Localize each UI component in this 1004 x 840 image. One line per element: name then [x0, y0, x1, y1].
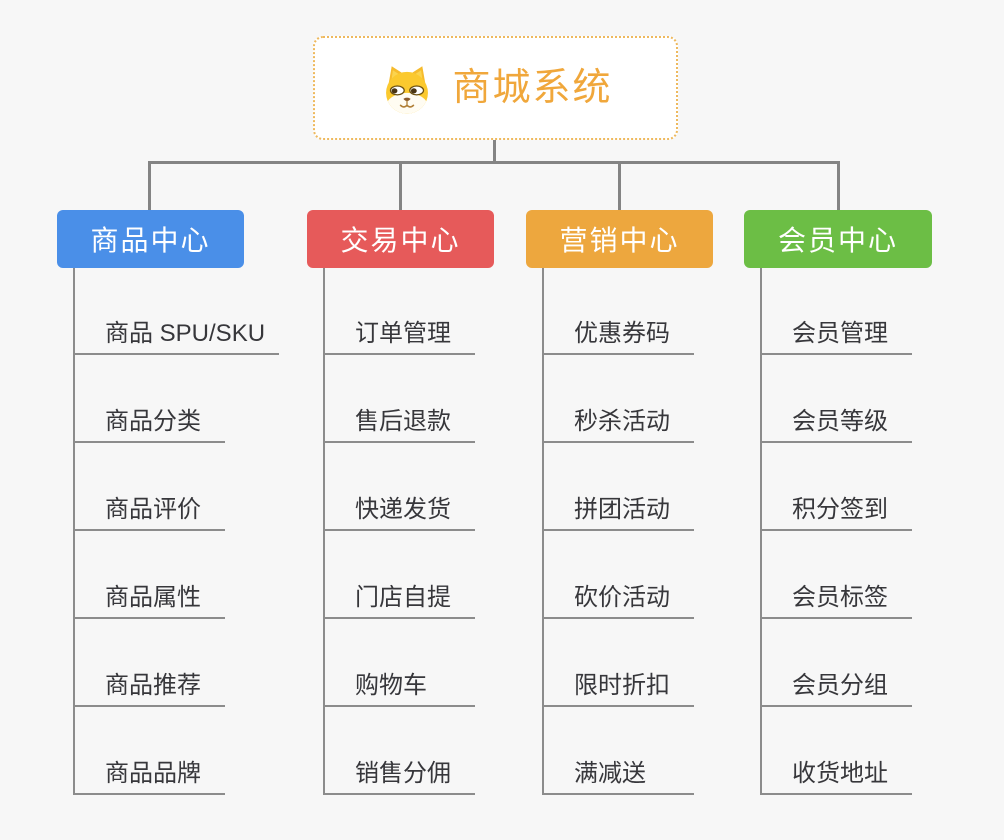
branch-label: 商品中心: [90, 225, 211, 256]
node-item[interactable]: 商品评价: [75, 443, 225, 531]
root-title: 商城系统: [452, 67, 613, 109]
branch-box-trade-center[interactable]: 交易中心: [307, 210, 494, 268]
connector-root-stem: [493, 140, 496, 164]
node-item[interactable]: 商品品牌: [75, 707, 225, 795]
connector-drop-branch-3: [618, 161, 621, 210]
branch-box-marketing-center[interactable]: 营销中心: [526, 210, 713, 268]
branch-label: 会员中心: [777, 225, 898, 256]
connector-drop-branch-1: [148, 161, 151, 210]
node-item[interactable]: 商品分类: [75, 355, 225, 443]
branch-label: 营销中心: [559, 225, 680, 256]
node-item[interactable]: 会员分组: [762, 619, 912, 707]
node-item[interactable]: 商品推荐: [75, 619, 225, 707]
connector-drop-branch-2: [399, 161, 402, 210]
root-node[interactable]: 商城系统: [313, 36, 678, 140]
node-item[interactable]: 优惠券码: [544, 268, 694, 355]
connector-horizontal-bar: [148, 161, 840, 164]
node-item[interactable]: 拼团活动: [544, 443, 694, 531]
branch-items-marketing-center: 优惠券码 秒杀活动 拼团活动 砍价活动 限时折扣 满减送: [542, 268, 694, 795]
node-item[interactable]: 会员等级: [762, 355, 912, 443]
connector-drop-branch-4: [837, 161, 840, 210]
node-item[interactable]: 会员标签: [762, 531, 912, 619]
shiba-dog-icon: [386, 66, 429, 114]
branch-box-member-center[interactable]: 会员中心: [744, 210, 932, 268]
node-item[interactable]: 快递发货: [325, 443, 475, 531]
node-item[interactable]: 售后退款: [325, 355, 475, 443]
node-item[interactable]: 销售分佣: [325, 707, 475, 795]
node-item[interactable]: 砍价活动: [544, 531, 694, 619]
branch-items-product-center: 商品 SPU/SKU 商品分类 商品评价 商品属性 商品推荐 商品品牌: [73, 268, 280, 795]
node-item[interactable]: 限时折扣: [544, 619, 694, 707]
node-item[interactable]: 购物车: [325, 619, 475, 707]
node-item[interactable]: 订单管理: [325, 268, 475, 355]
branch-box-product-center[interactable]: 商品中心: [57, 210, 244, 268]
node-item[interactable]: 商品属性: [75, 531, 225, 619]
node-item[interactable]: 收货地址: [762, 707, 912, 795]
node-item[interactable]: 积分签到: [762, 443, 912, 531]
node-item[interactable]: 商品 SPU/SKU: [75, 268, 280, 355]
branch-label: 交易中心: [340, 225, 461, 256]
node-item[interactable]: 门店自提: [325, 531, 475, 619]
node-item[interactable]: 满减送: [544, 707, 694, 795]
node-item[interactable]: 会员管理: [762, 268, 912, 355]
branch-items-member-center: 会员管理 会员等级 积分签到 会员标签 会员分组 收货地址: [760, 268, 912, 795]
node-item[interactable]: 秒杀活动: [544, 355, 694, 443]
branch-items-trade-center: 订单管理 售后退款 快递发货 门店自提 购物车 销售分佣: [323, 268, 475, 795]
